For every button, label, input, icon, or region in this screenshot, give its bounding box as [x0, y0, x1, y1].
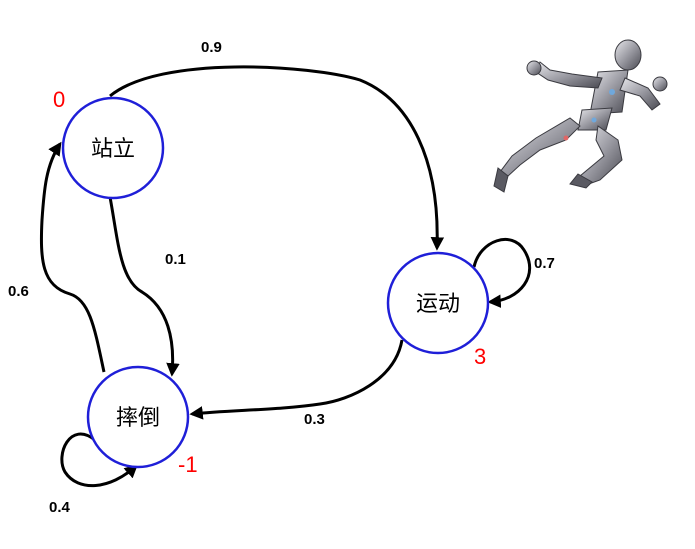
edge-stand-to-fall — [108, 196, 180, 377]
reward-fall: -1 — [178, 452, 198, 477]
edge-move-self-loop — [472, 238, 531, 309]
edge-fall-to-stand — [39, 141, 106, 373]
prob-fall-to-stand: 0.6 — [8, 283, 29, 300]
prob-move-to-fall: 0.3 — [304, 411, 325, 428]
prob-stand-to-move: 0.9 — [201, 39, 222, 56]
node-stand: 站立 — [61, 96, 165, 200]
edge-move-to-fall — [189, 339, 404, 420]
running-robot-illustration — [493, 39, 668, 193]
node-stand-circle — [61, 96, 165, 200]
node-fall-label: 摔倒 — [116, 406, 160, 431]
prob-move-self-loop: 0.7 — [534, 255, 555, 272]
prob-fall-self-loop: 0.4 — [49, 499, 71, 516]
prob-stand-to-fall: 0.1 — [165, 251, 186, 268]
node-move-circle — [386, 251, 490, 355]
edge-stand-to-move — [109, 65, 445, 251]
node-move-label: 运动 — [416, 292, 460, 317]
node-move: 运动 — [386, 251, 490, 355]
edge-fall-self-loop — [60, 432, 138, 487]
node-stand-label: 站立 — [91, 137, 135, 162]
node-fall: 摔倒 — [86, 365, 190, 469]
reward-stand: 0 — [53, 87, 65, 112]
reward-move: 3 — [474, 344, 486, 369]
node-fall-circle — [86, 365, 190, 469]
